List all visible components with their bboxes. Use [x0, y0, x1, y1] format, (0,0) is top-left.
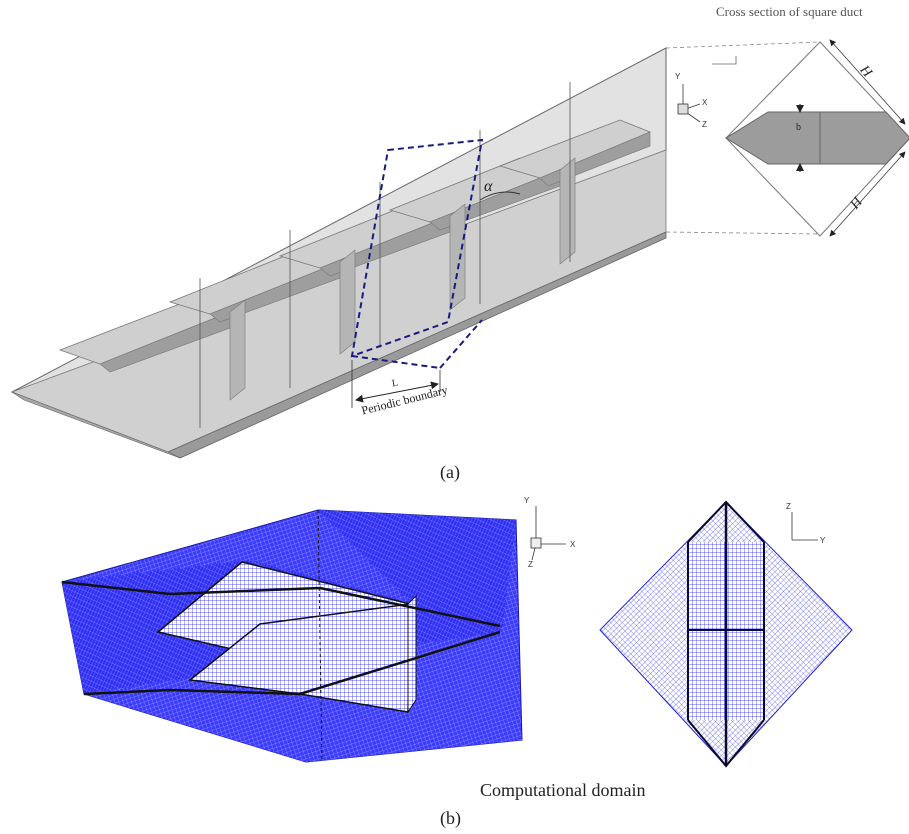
- length-dimension: [351, 360, 441, 408]
- axes-triad-b-right: [791, 512, 818, 541]
- mesh-3d: [61, 509, 523, 763]
- axes-triad-b-left: [530, 506, 566, 561]
- axis-z-label-a: Z: [702, 120, 707, 129]
- axis-x-label-a: X: [702, 98, 708, 107]
- baffles: [58, 119, 652, 401]
- dimension-b: b: [796, 122, 801, 133]
- axis-z-label-b-right: Z: [786, 502, 791, 511]
- axis-y-label-b-left: Y: [524, 496, 530, 505]
- projection-lines: [665, 41, 821, 235]
- axis-x-label-b-left: X: [570, 540, 576, 549]
- axis-z-label-b-left: Z: [528, 560, 533, 569]
- angle-arc: [479, 191, 521, 201]
- cross-section-title: Cross section of square duct: [716, 4, 863, 19]
- caption-b: (b): [440, 808, 461, 828]
- computational-domain-label: Computational domain: [480, 780, 646, 800]
- periodic-boundary-box: [350, 138, 484, 369]
- axis-y-label-b-right: Y: [820, 536, 826, 545]
- panel-a-duct-diagram: [10, 39, 909, 459]
- axis-y-label-a: Y: [675, 72, 681, 81]
- cross-section-diagram: [712, 39, 909, 237]
- section-lines: [199, 82, 571, 428]
- mesh-2d-cross-section: [599, 500, 853, 768]
- axes-triad-a: [677, 84, 701, 123]
- caption-a: (a): [440, 462, 460, 482]
- angle-alpha-label: α: [484, 178, 493, 195]
